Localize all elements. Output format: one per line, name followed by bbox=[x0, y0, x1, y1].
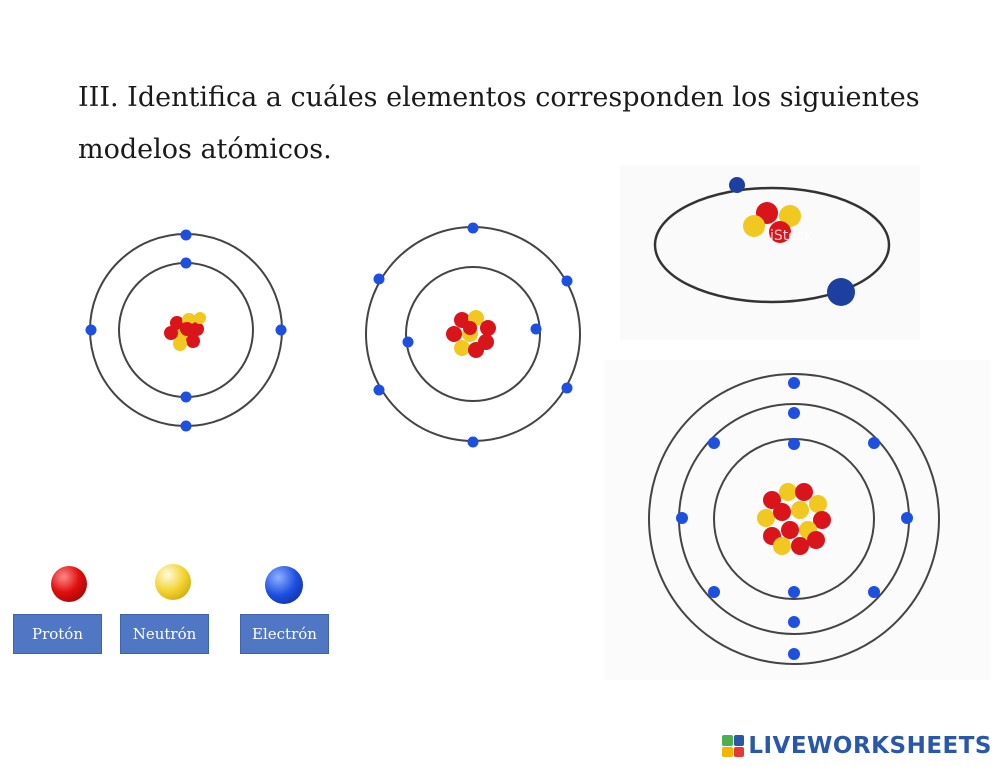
proton-ball-icon bbox=[51, 566, 87, 602]
electrons bbox=[729, 177, 855, 306]
electrons bbox=[676, 377, 913, 660]
nucleus bbox=[743, 202, 801, 243]
electron-ball-icon bbox=[265, 566, 303, 604]
atom-model-1 bbox=[85, 229, 287, 432]
electrons bbox=[85, 229, 287, 432]
instructions-title: III. Identifica a cuáles elementos corre… bbox=[78, 82, 920, 165]
watermark: iStock bbox=[770, 228, 814, 244]
atom-model-3: iStock bbox=[653, 177, 891, 306]
nucleus bbox=[757, 483, 831, 555]
electron-label[interactable]: Electrón bbox=[240, 614, 329, 654]
atom-model-2 bbox=[365, 222, 581, 448]
brand-name: LIVEWORKSHEETS bbox=[748, 733, 992, 759]
neutron-label[interactable]: Neutrón bbox=[120, 614, 209, 654]
liveworksheets-icon bbox=[722, 735, 745, 757]
nucleus bbox=[164, 312, 206, 351]
neutron-ball-icon bbox=[155, 564, 191, 600]
liveworksheets-logo: LIVEWORKSHEETS bbox=[722, 733, 992, 759]
atom-model-4 bbox=[648, 373, 940, 665]
nucleus bbox=[446, 310, 496, 358]
proton-label[interactable]: Protón bbox=[13, 614, 102, 654]
electrons bbox=[373, 222, 573, 448]
image-background-3 bbox=[620, 165, 920, 340]
